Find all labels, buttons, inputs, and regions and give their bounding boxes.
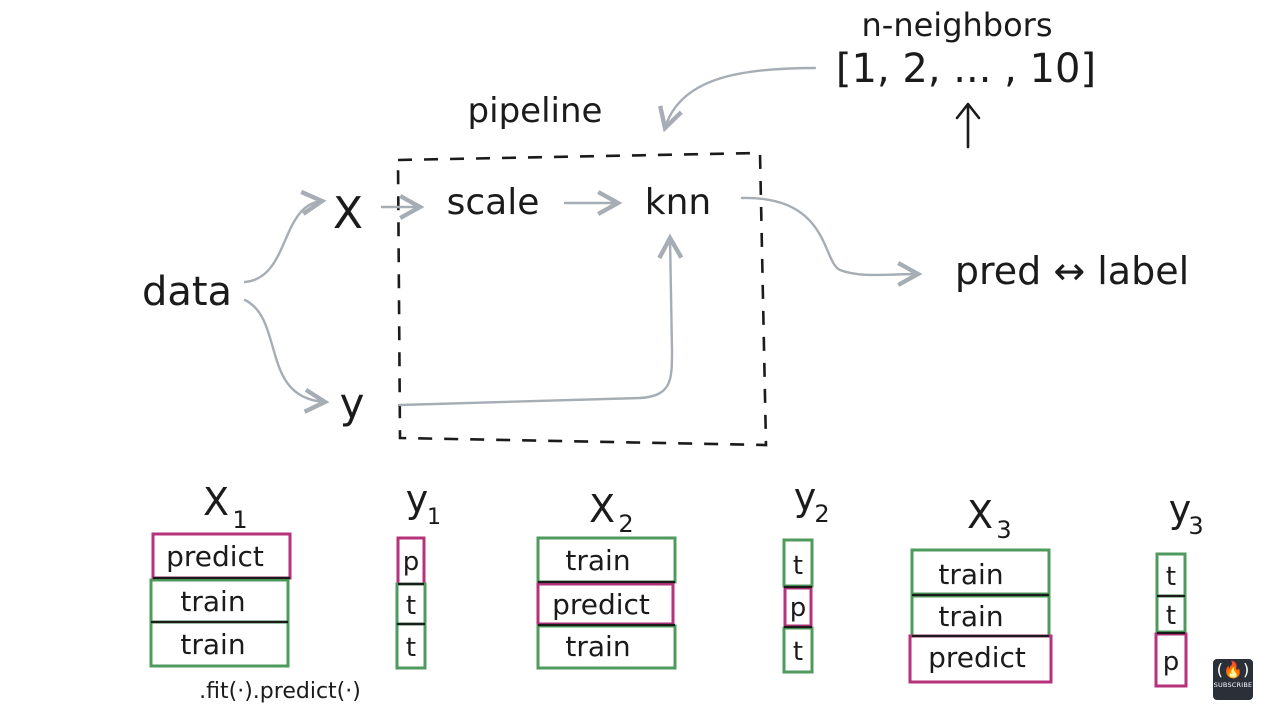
knn-to-pred-arrow <box>740 196 918 275</box>
fold-3-x-dividers <box>912 593 1049 638</box>
param-arrow <box>665 66 817 128</box>
fold-3-x-sub: 3 <box>996 516 1011 544</box>
fold-2-y-label: y <box>794 475 817 519</box>
fold-2-y-dividers <box>784 585 812 629</box>
fold-1-x-row-2: train <box>180 585 245 618</box>
fold-2-x-sub: 2 <box>618 510 633 538</box>
knn-label: knn <box>645 182 711 223</box>
up-arrow <box>955 102 981 149</box>
subscribe-button[interactable]: (🔥) SUBSCRIBE <box>1213 659 1253 700</box>
data-to-x-arrow <box>243 201 322 284</box>
fold-2-y-row-2: p <box>790 593 807 623</box>
y-label: y <box>340 379 365 428</box>
fold-2-x-label: X <box>589 487 615 531</box>
fold-1-x-dividers <box>151 576 290 624</box>
fold-1-y-dividers <box>397 582 425 626</box>
n-neighbors-values: [1, 2, ... , 10] <box>836 46 1096 92</box>
fold-3-y-sub: 3 <box>1188 512 1203 540</box>
fold-3-x-row-3: predict <box>928 641 1026 674</box>
scale-label: scale <box>447 182 540 223</box>
data-to-y-arrow <box>243 298 325 402</box>
fold-1-y-row-3: t <box>406 633 416 663</box>
fold-3-x-row-1: train <box>938 558 1003 591</box>
fold-3-y-label: y <box>1169 487 1192 531</box>
fold-2-x-row-2: predict <box>552 588 650 621</box>
pipeline-label: pipeline <box>468 91 603 131</box>
fold-3-x-row-2: train <box>938 600 1003 633</box>
fold-1-y-row-2: t <box>406 591 416 621</box>
fold-2-y-row-3: t <box>793 637 803 667</box>
pred-label: pred ↔ label <box>955 249 1189 293</box>
data-label: data <box>142 269 232 315</box>
pipeline-box <box>396 151 768 447</box>
fold-1-y-row-1: p <box>403 547 420 577</box>
fold-2-y-row-1: t <box>793 551 803 581</box>
fold-2-x-dividers <box>538 580 675 627</box>
fit-predict-label: .fit(·).predict(·) <box>199 679 361 704</box>
x-label: X <box>333 188 363 239</box>
fold-2-y-sub: 2 <box>814 500 829 528</box>
fold-3-y-row-1: t <box>1166 562 1176 592</box>
fold-1-x-row-3: train <box>180 628 245 661</box>
fold-1-x-sub: 1 <box>232 506 247 534</box>
fold-3-x-label: X <box>967 493 993 537</box>
fcc-fire-icon: (🔥) <box>1216 660 1250 679</box>
fold-2-x-row-3: train <box>565 630 630 663</box>
y-to-knn-arrow <box>398 238 672 407</box>
n-neighbors-label: n-neighbors <box>862 6 1053 44</box>
fold-3-y-row-2: t <box>1166 601 1176 631</box>
fold-1-x-label: X <box>203 480 229 524</box>
fold-3-y-dividers <box>1157 594 1185 635</box>
fold-1-y-sub: 1 <box>427 505 441 530</box>
fold-2-x-row-1: train <box>565 544 630 577</box>
fold-1-y-label: y <box>406 477 429 521</box>
fold-1-x-row-1: predict <box>166 540 264 573</box>
fold-3-y-row-3: p <box>1163 647 1180 677</box>
subscribe-label: SUBSCRIBE <box>1213 681 1253 689</box>
